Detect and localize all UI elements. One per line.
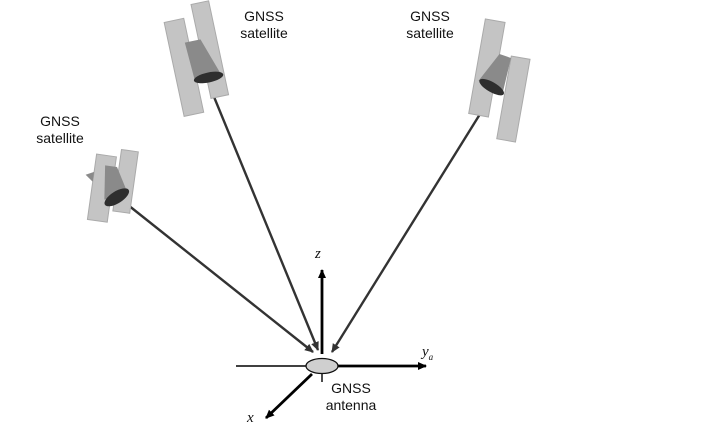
x-axis-arrow [265,372,313,420]
antenna-label-line2: antenna [325,397,377,413]
satellite-left-label-line2: satellite [36,130,84,146]
satellite-top-label: GNSS satellite [232,8,296,42]
x-axis-label: x [247,410,254,426]
satellite-right-label-line1: GNSS [410,8,450,24]
y-axis-label-sub: a [428,352,434,362]
satellite-left-label-line1: GNSS [40,113,80,129]
y-axis-label-main: y [422,344,429,360]
antenna-icon [305,357,339,375]
satellite-right-icon [468,18,531,143]
z-axis-label: z [315,246,321,262]
satellite-right-label-line2: satellite [406,25,454,41]
satellite-top-label-line1: GNSS [244,8,284,24]
satellite-right-label: GNSS satellite [398,8,462,42]
antenna-label: GNSS antenna [318,380,384,414]
satellite-top-label-line2: satellite [240,25,288,41]
antenna-label-line1: GNSS [331,380,371,396]
satellite-left-label: GNSS satellite [28,113,92,147]
satellite-left-icon [85,148,139,223]
y-axis-label: ya [422,344,434,362]
signal-ray-right [330,97,492,353]
signal-ray-left [127,204,314,353]
signal-ray-top [210,91,320,351]
satellite-top-icon [163,0,230,117]
